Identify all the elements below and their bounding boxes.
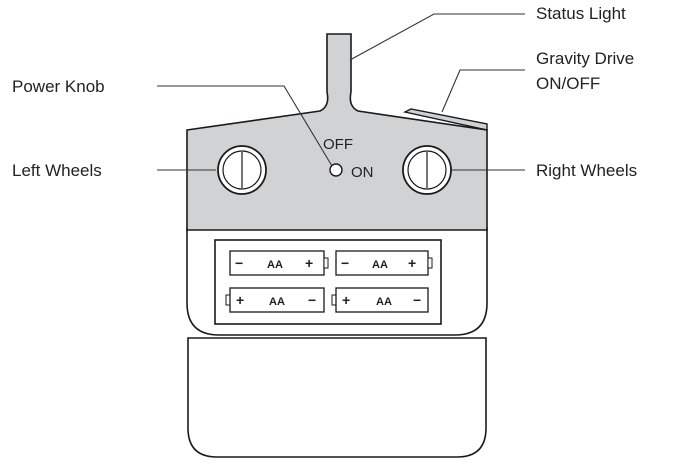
battery: − AA + bbox=[335, 250, 433, 276]
battery-right-sign: + bbox=[305, 255, 313, 271]
battery: + AA − bbox=[331, 287, 429, 313]
right-wheels-knob bbox=[402, 145, 452, 195]
power-knob bbox=[329, 163, 343, 177]
left-wheels-label: Left Wheels bbox=[12, 161, 102, 180]
battery-left-sign: + bbox=[236, 292, 244, 308]
power-knob-label: Power Knob bbox=[12, 77, 105, 96]
battery: + AA − bbox=[225, 287, 325, 313]
switch-off-label: OFF bbox=[323, 136, 353, 153]
gravity-drive-label: Gravity Drive bbox=[536, 49, 634, 68]
battery-left-sign: + bbox=[342, 292, 350, 308]
bottom-cover bbox=[187, 337, 487, 458]
gravity-drive-onoff-label: ON/OFF bbox=[536, 74, 600, 93]
left-wheels-knob bbox=[217, 145, 267, 195]
status-light-label: Status Light bbox=[536, 4, 626, 23]
control-top-panel bbox=[186, 33, 488, 231]
status-light-leader bbox=[349, 13, 525, 61]
power-knob-leader bbox=[157, 85, 333, 167]
battery-type: AA bbox=[267, 259, 283, 271]
battery-left-sign: − bbox=[341, 255, 349, 271]
battery-type: AA bbox=[269, 296, 285, 308]
battery-type: AA bbox=[376, 296, 392, 308]
battery-left-sign: − bbox=[235, 255, 243, 271]
gravity-drive-switch bbox=[402, 108, 488, 131]
battery-right-sign: + bbox=[408, 255, 416, 271]
gravity-drive-leader bbox=[441, 69, 525, 113]
battery: − AA + bbox=[229, 250, 329, 276]
right-wheels-label: Right Wheels bbox=[536, 161, 637, 180]
switch-on-label: ON bbox=[351, 164, 374, 181]
battery-right-sign: − bbox=[308, 292, 316, 308]
battery-type: AA bbox=[372, 259, 388, 271]
battery-right-sign: − bbox=[413, 292, 421, 308]
